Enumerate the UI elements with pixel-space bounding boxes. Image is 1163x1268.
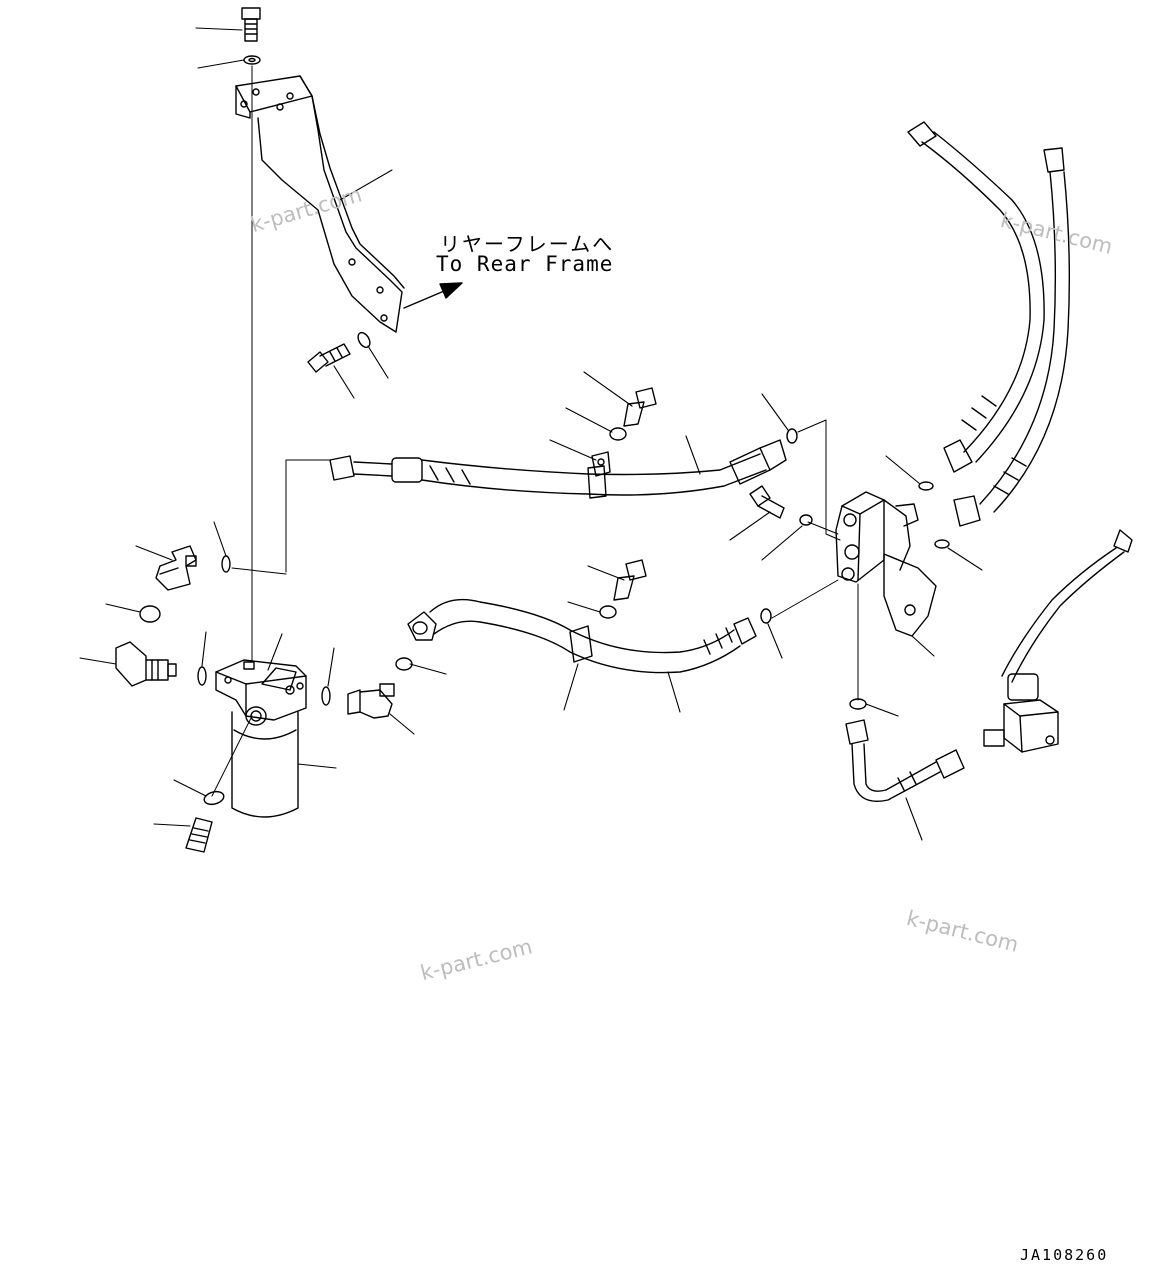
long-hose-1: [907, 121, 1045, 473]
o-ring-lower-hose-end: [760, 608, 772, 624]
upper-clamp-washer: [609, 427, 627, 441]
upper-hose: [329, 439, 787, 499]
o-ring-valve-top: [918, 481, 934, 491]
lower-clamp-bolt: [613, 559, 647, 601]
filter-washer: [203, 790, 225, 806]
o-ring-right-filter: [321, 686, 331, 706]
leader-lines: [79, 27, 983, 841]
mounting-bracket: [235, 75, 405, 333]
top-washer: [243, 55, 261, 65]
oil-filter: [215, 659, 307, 818]
elbow-fitting-lower-left: [115, 641, 177, 687]
upper-hose-clamp: [591, 451, 611, 477]
o-ring-valve-side: [934, 539, 950, 549]
valve-bolt: [749, 485, 785, 519]
assembly-lines: [211, 65, 859, 797]
drain-plug: [185, 817, 213, 853]
o-ring-upper-hose-end: [786, 428, 798, 444]
destination-label-en: To Rear Frame: [436, 252, 614, 276]
valve-block: [835, 491, 937, 637]
elbow-fitting-right: [347, 683, 395, 719]
bracket-bolt: [307, 343, 351, 373]
bracket-washer: [357, 331, 371, 349]
top-bolt: [241, 7, 261, 42]
solenoid-valve: [983, 529, 1133, 753]
o-ring-left-upper: [221, 555, 231, 573]
lower-hose: [407, 598, 757, 674]
short-hose: [845, 719, 965, 802]
o-ring-left-lower: [197, 666, 207, 686]
lower-clamp-washer: [599, 605, 617, 619]
upper-clamp-bolt: [623, 387, 657, 427]
elbow-fitting-upper-left: [155, 545, 197, 591]
drawing-number: JA108260: [1020, 1246, 1109, 1264]
plug-cap-left: [139, 605, 161, 623]
long-hose-2: [953, 147, 1071, 527]
valve-bolt-washer: [799, 514, 813, 526]
destination-label-jp: リヤーフレームへ: [440, 232, 615, 256]
